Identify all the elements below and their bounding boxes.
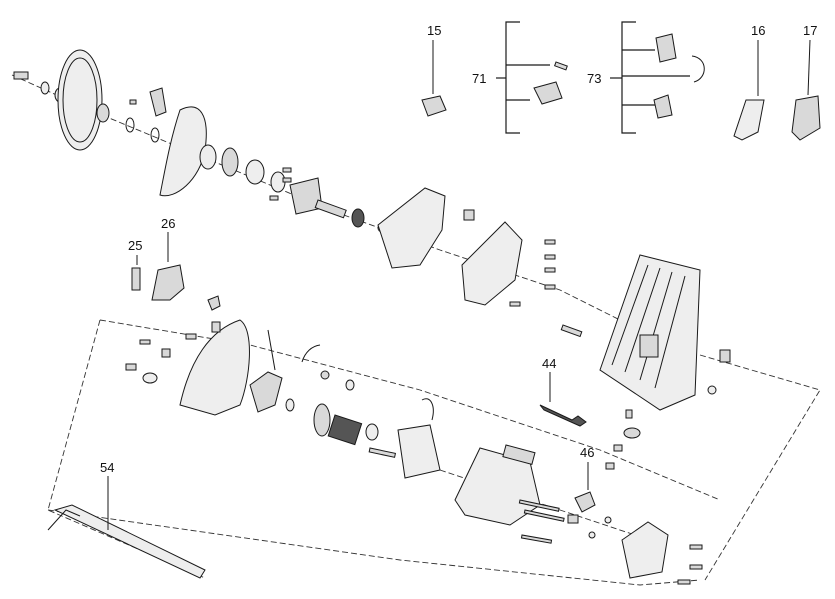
gear-housing-right xyxy=(461,221,523,306)
spring xyxy=(221,147,239,177)
switch-latch xyxy=(574,491,596,513)
gear-housing-left xyxy=(377,187,446,269)
lower-guard xyxy=(159,106,207,197)
motor-assembly xyxy=(125,295,441,479)
handle-assembly xyxy=(454,444,703,585)
callout-73: 73 xyxy=(587,71,601,86)
gear xyxy=(351,208,365,228)
kit-71 xyxy=(496,21,568,134)
motor-housing-left xyxy=(179,319,250,416)
bushing xyxy=(245,159,265,185)
blade-screw xyxy=(13,71,29,80)
hex-key xyxy=(539,404,587,427)
base-plate-body xyxy=(599,254,701,411)
guard-lever xyxy=(149,87,167,117)
rip-fence-bar xyxy=(53,504,206,579)
bevel-scale xyxy=(639,334,659,358)
field-stator xyxy=(397,424,441,479)
callout-15: 15 xyxy=(427,23,441,38)
callout-25: 25 xyxy=(128,238,142,253)
callout-46: 46 xyxy=(580,445,594,460)
parts-25-26 xyxy=(131,232,185,301)
spindle-shaft xyxy=(314,199,347,219)
rip-fence xyxy=(47,504,206,579)
part-17 xyxy=(791,39,821,141)
outer-flange xyxy=(96,103,110,123)
assembly-guide-lines xyxy=(11,74,821,586)
callout-54: 54 xyxy=(100,460,114,475)
switch-block xyxy=(463,209,475,221)
housing-halves xyxy=(377,187,583,338)
part-16 xyxy=(733,40,765,141)
callout-16: 16 xyxy=(751,23,765,38)
callout-71: 71 xyxy=(472,71,486,86)
fan-baffle xyxy=(249,371,283,413)
battery-adapter xyxy=(621,521,669,579)
callout-26: 26 xyxy=(161,216,175,231)
kit-73 xyxy=(610,21,705,134)
callout-17: 17 xyxy=(803,23,817,38)
blade-assembly xyxy=(13,49,387,233)
callout-44: 44 xyxy=(542,356,556,371)
armature xyxy=(327,414,363,446)
bearing xyxy=(199,144,217,170)
saw-blade xyxy=(57,49,103,151)
base-plate xyxy=(599,254,731,470)
armature-fan xyxy=(313,403,331,437)
part-15 xyxy=(421,95,447,117)
bevel-knob xyxy=(623,427,641,439)
washer xyxy=(40,81,50,95)
